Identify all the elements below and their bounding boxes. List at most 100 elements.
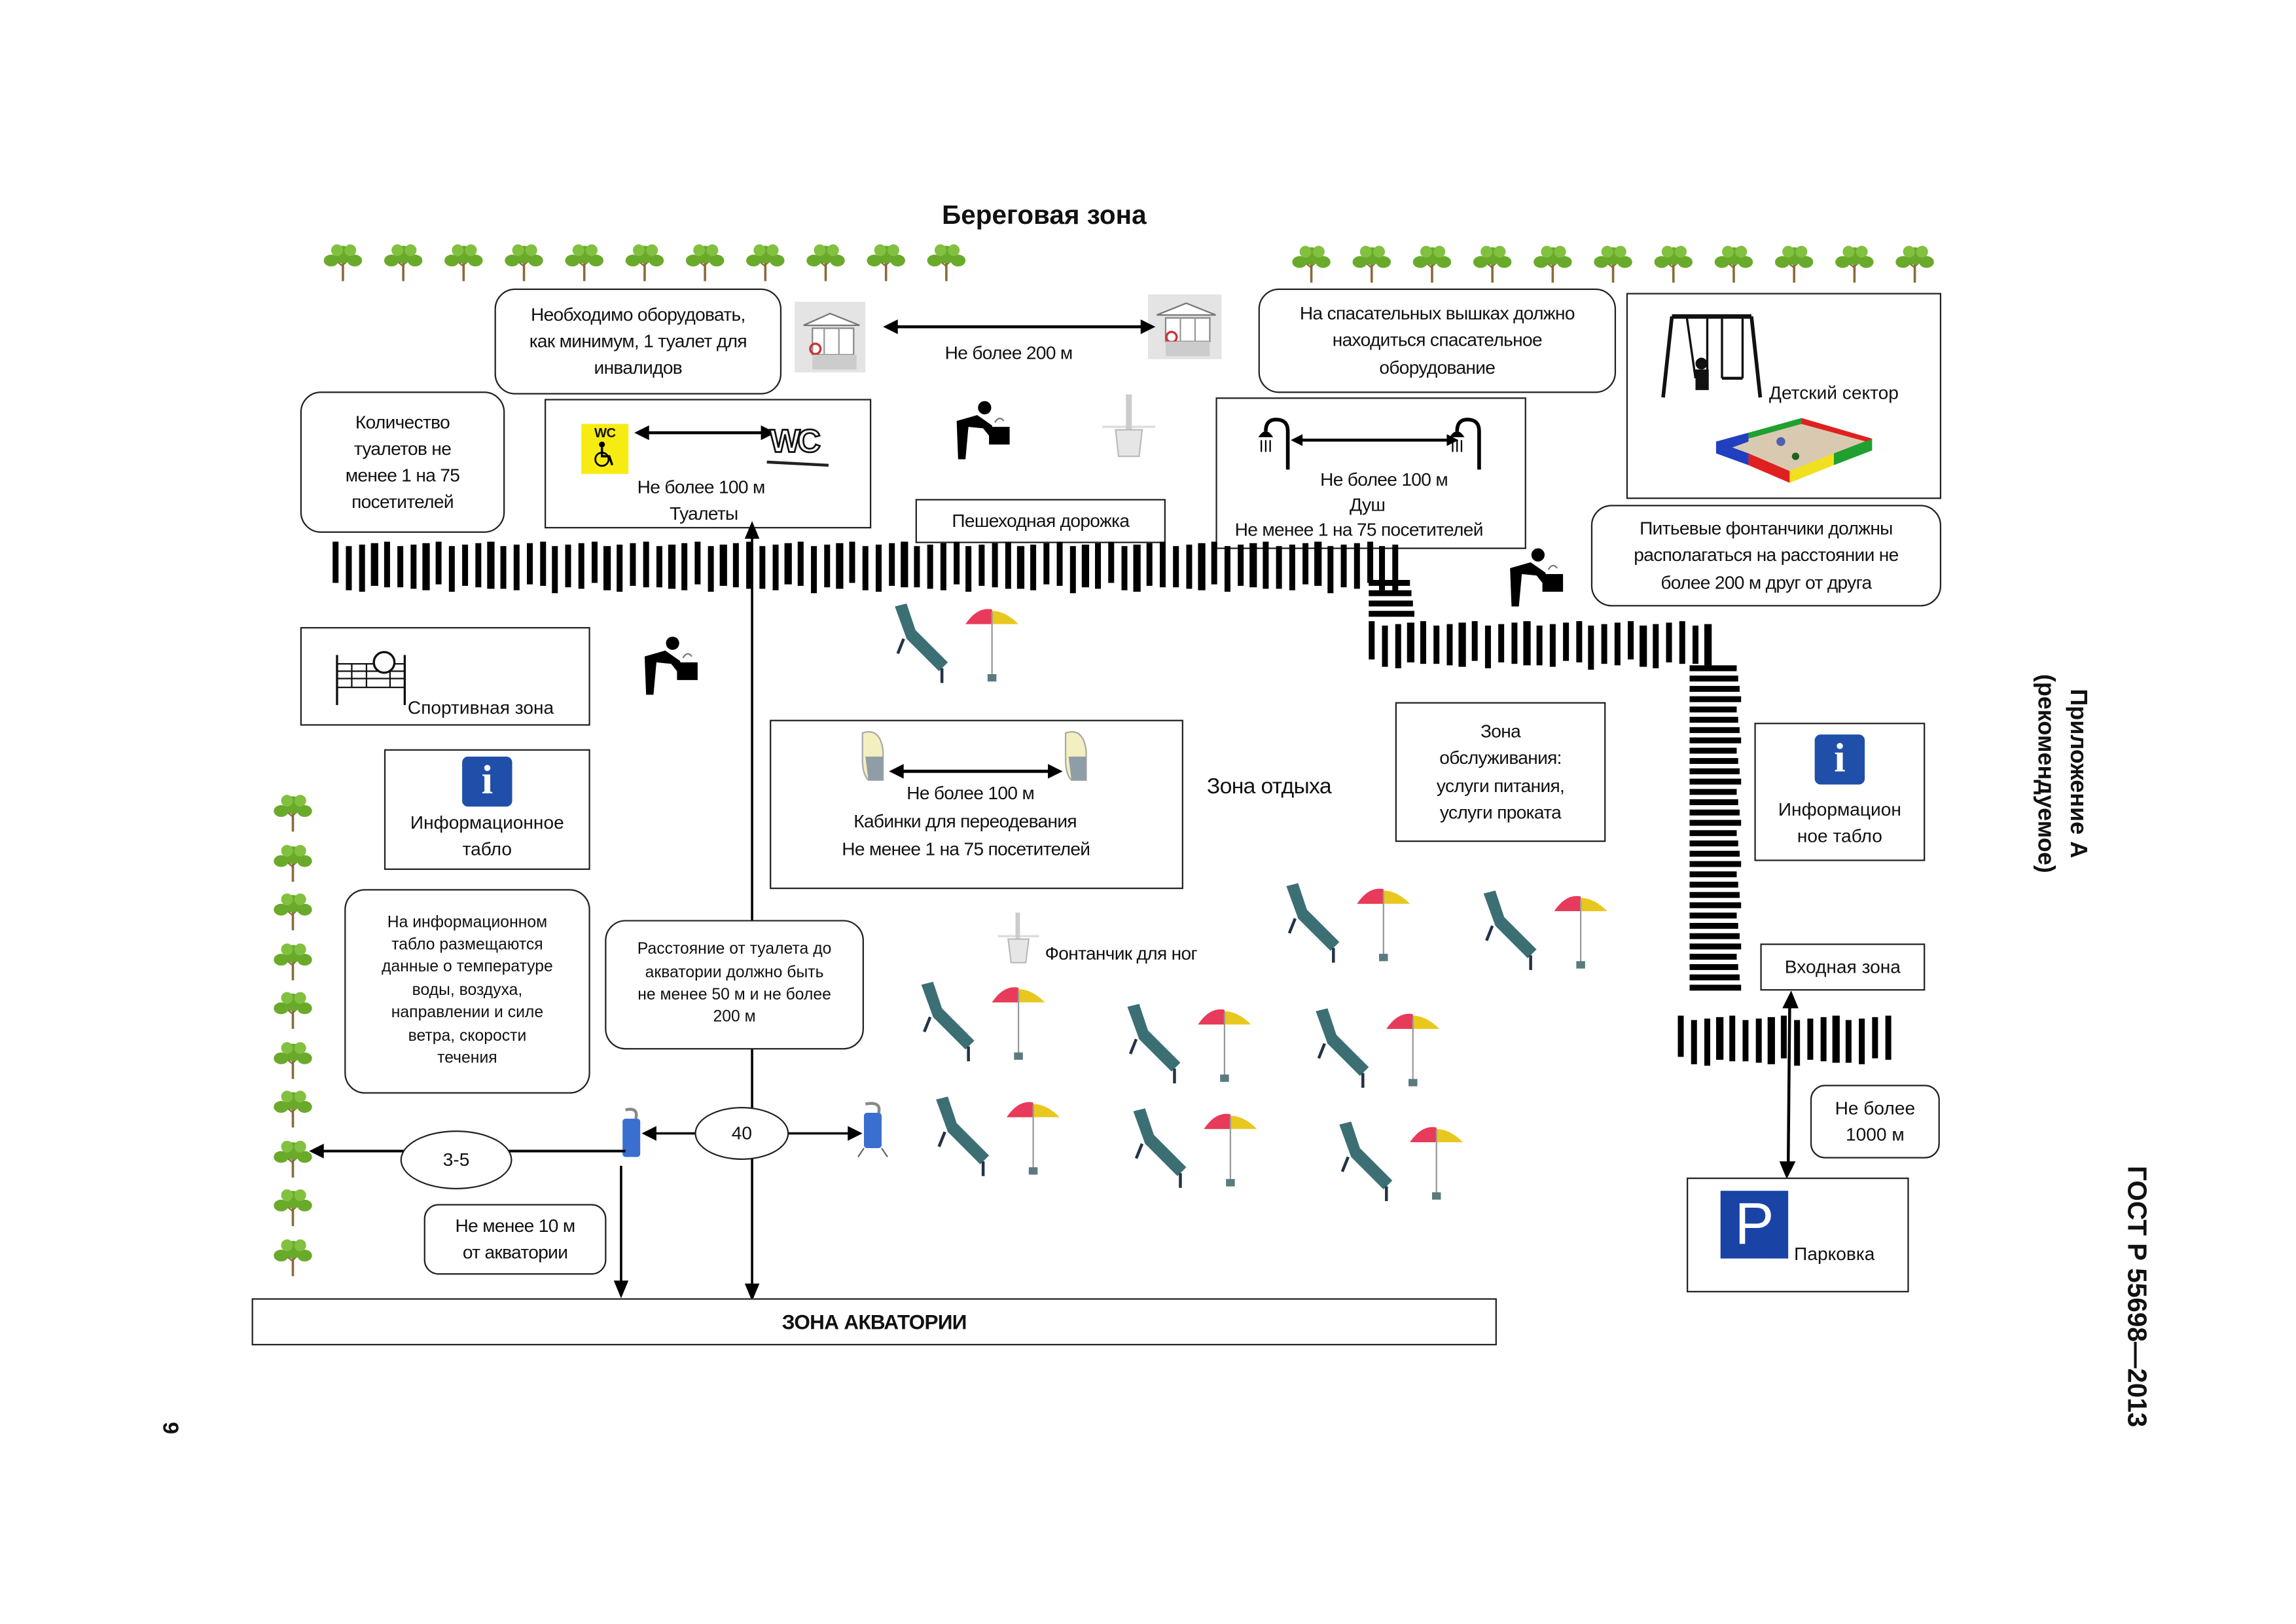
walkway-stripe: [1369, 611, 1415, 617]
tree-icon: [562, 243, 606, 281]
info-board-label: ное табло: [1797, 825, 1882, 847]
walkway-stripe: [1276, 546, 1283, 589]
walkway-stripe: [1263, 541, 1270, 589]
info-board-left: i Информационное табло: [384, 749, 590, 870]
walkway-stripe: [643, 541, 649, 588]
note-line: данные о температуре: [382, 958, 553, 977]
note-line: от акватории: [462, 1242, 568, 1263]
tree-icon: [1772, 244, 1816, 283]
toilet-to-water-arrow: [744, 521, 760, 1301]
walkway-stripe: [914, 546, 921, 588]
standard-code: ГОСТ Р 55698—2013: [2122, 1165, 2152, 1428]
walkway-stripe: [1689, 871, 1737, 878]
lifeguard-tower-icon: [1147, 294, 1222, 359]
walkway-stripe: [1472, 621, 1479, 661]
walkway-stripe: [1082, 545, 1088, 588]
sunbed-icon: [1133, 1108, 1187, 1188]
tree-icon: [1651, 244, 1695, 283]
walkway-stripe: [1653, 624, 1660, 668]
sunbed-with-umbrella: [1310, 1008, 1445, 1098]
toilets-label: Туалеты: [670, 503, 738, 524]
note-line: не менее 50 м и не более: [637, 986, 831, 1004]
sunbed-with-umbrella: [1280, 883, 1416, 973]
entrance-zone-label: Входная зона: [1784, 956, 1901, 977]
walkway-stripe: [1446, 624, 1453, 666]
note-line: менее 1 на 75: [345, 465, 460, 486]
sunbed-icon: [1483, 890, 1537, 970]
note-line: Не более: [1835, 1098, 1916, 1119]
walkway-stripe: [694, 541, 701, 585]
note-line: направлении и силе: [391, 1004, 544, 1022]
walkway-stripe: [681, 543, 688, 590]
walkway-stripe: [836, 543, 843, 589]
note-lifeguard-equipment: На спасательных вышках должно находиться…: [1258, 288, 1617, 393]
tree-icon: [1410, 244, 1454, 283]
walkway-stripe: [759, 546, 766, 589]
appendix-title: Приложение А: [2064, 689, 2090, 859]
walkway-stripe: [798, 541, 804, 586]
foot-fountain-icon: [997, 912, 1039, 964]
tree-icon: [744, 243, 787, 281]
walkway-stripe: [1689, 758, 1738, 765]
walkway-stripe: [1666, 623, 1672, 662]
tree-icon: [271, 1237, 315, 1276]
info-board-label: Информационное: [410, 812, 564, 833]
walkway-stripe: [1858, 1019, 1865, 1064]
walkway-stripe: [953, 541, 960, 585]
walkway-stripe: [1121, 546, 1128, 590]
changing-cabin-icon: [861, 731, 884, 781]
walkway-stripe: [1382, 625, 1388, 667]
walkway-stripe: [1689, 665, 1737, 672]
note-toilet-count: Количество туалетов не менее 1 на 75 пос…: [300, 391, 505, 533]
walkway-stripe: [850, 541, 856, 583]
changing-cabin-icon: [1064, 731, 1087, 781]
tree-icon: [271, 990, 315, 1029]
note-line: находиться спасательное: [1332, 330, 1543, 352]
note-info-board-content: На информационном табло размещаются данн…: [344, 889, 590, 1094]
tree-icon: [271, 1138, 315, 1177]
walkway-stripe: [1366, 541, 1373, 583]
drinking-fountain-icon: [1510, 548, 1564, 607]
walkway-stripe: [1354, 543, 1360, 589]
walkway-stripe: [423, 543, 429, 590]
walkway-stripe: [1871, 1017, 1878, 1058]
umbrella-icon: [1357, 888, 1410, 962]
walkway-stripe: [1689, 706, 1737, 713]
note-line: 200 м: [713, 1009, 756, 1027]
note-line: ветра, скорости: [408, 1026, 527, 1045]
walkway-stripe: [1043, 543, 1050, 585]
walkway-stripe: [1794, 1020, 1801, 1066]
water-zone-label: ЗОНА АКВАТОРИИ: [781, 1309, 967, 1333]
walkway-stripe: [1549, 624, 1556, 667]
walkway-stripe: [1392, 545, 1399, 592]
walkway-stripe: [1704, 1019, 1710, 1066]
info-board-label: Информацион: [1778, 799, 1901, 820]
sunbed-with-umbrella: [889, 603, 1024, 693]
toilets-zone: WC WC Не более 100 м Туалеты: [545, 399, 872, 529]
walkway-stripe: [1575, 621, 1582, 662]
note-line: Необходимо оборудовать,: [530, 304, 745, 325]
walkway-stripe: [1806, 1019, 1814, 1060]
walkway-stripe: [1742, 1020, 1749, 1062]
tree-icon: [1350, 244, 1393, 283]
trees-to-bin-value: 3-5: [442, 1149, 470, 1170]
note-parking-distance: Не более 1000 м: [1810, 1085, 1940, 1159]
walkway-stripe: [1689, 676, 1738, 682]
walkway-stripe: [1689, 840, 1738, 847]
tower-distance-label: Не более 200 м: [944, 342, 1073, 364]
umbrella-icon: [1198, 1009, 1251, 1082]
walkway-stripe: [875, 545, 882, 592]
note-line: оборудование: [1379, 357, 1496, 378]
walkway-stripe: [1689, 809, 1740, 816]
walkway-stripe: [1716, 1017, 1723, 1060]
walkway-stripe: [1689, 943, 1742, 950]
note-line: Питьевые фонтанчики должны: [1640, 518, 1893, 539]
walkway-stripe: [1369, 579, 1410, 586]
info-board-label: табло: [462, 839, 512, 860]
diagram-title: Береговая зона: [942, 200, 1147, 230]
walkway-stripe: [1562, 623, 1569, 661]
walkway-stripe: [332, 541, 339, 583]
wc-logo-icon: WC: [769, 422, 822, 460]
tree-icon: [271, 1089, 315, 1128]
walkway-stripe: [1689, 820, 1742, 826]
